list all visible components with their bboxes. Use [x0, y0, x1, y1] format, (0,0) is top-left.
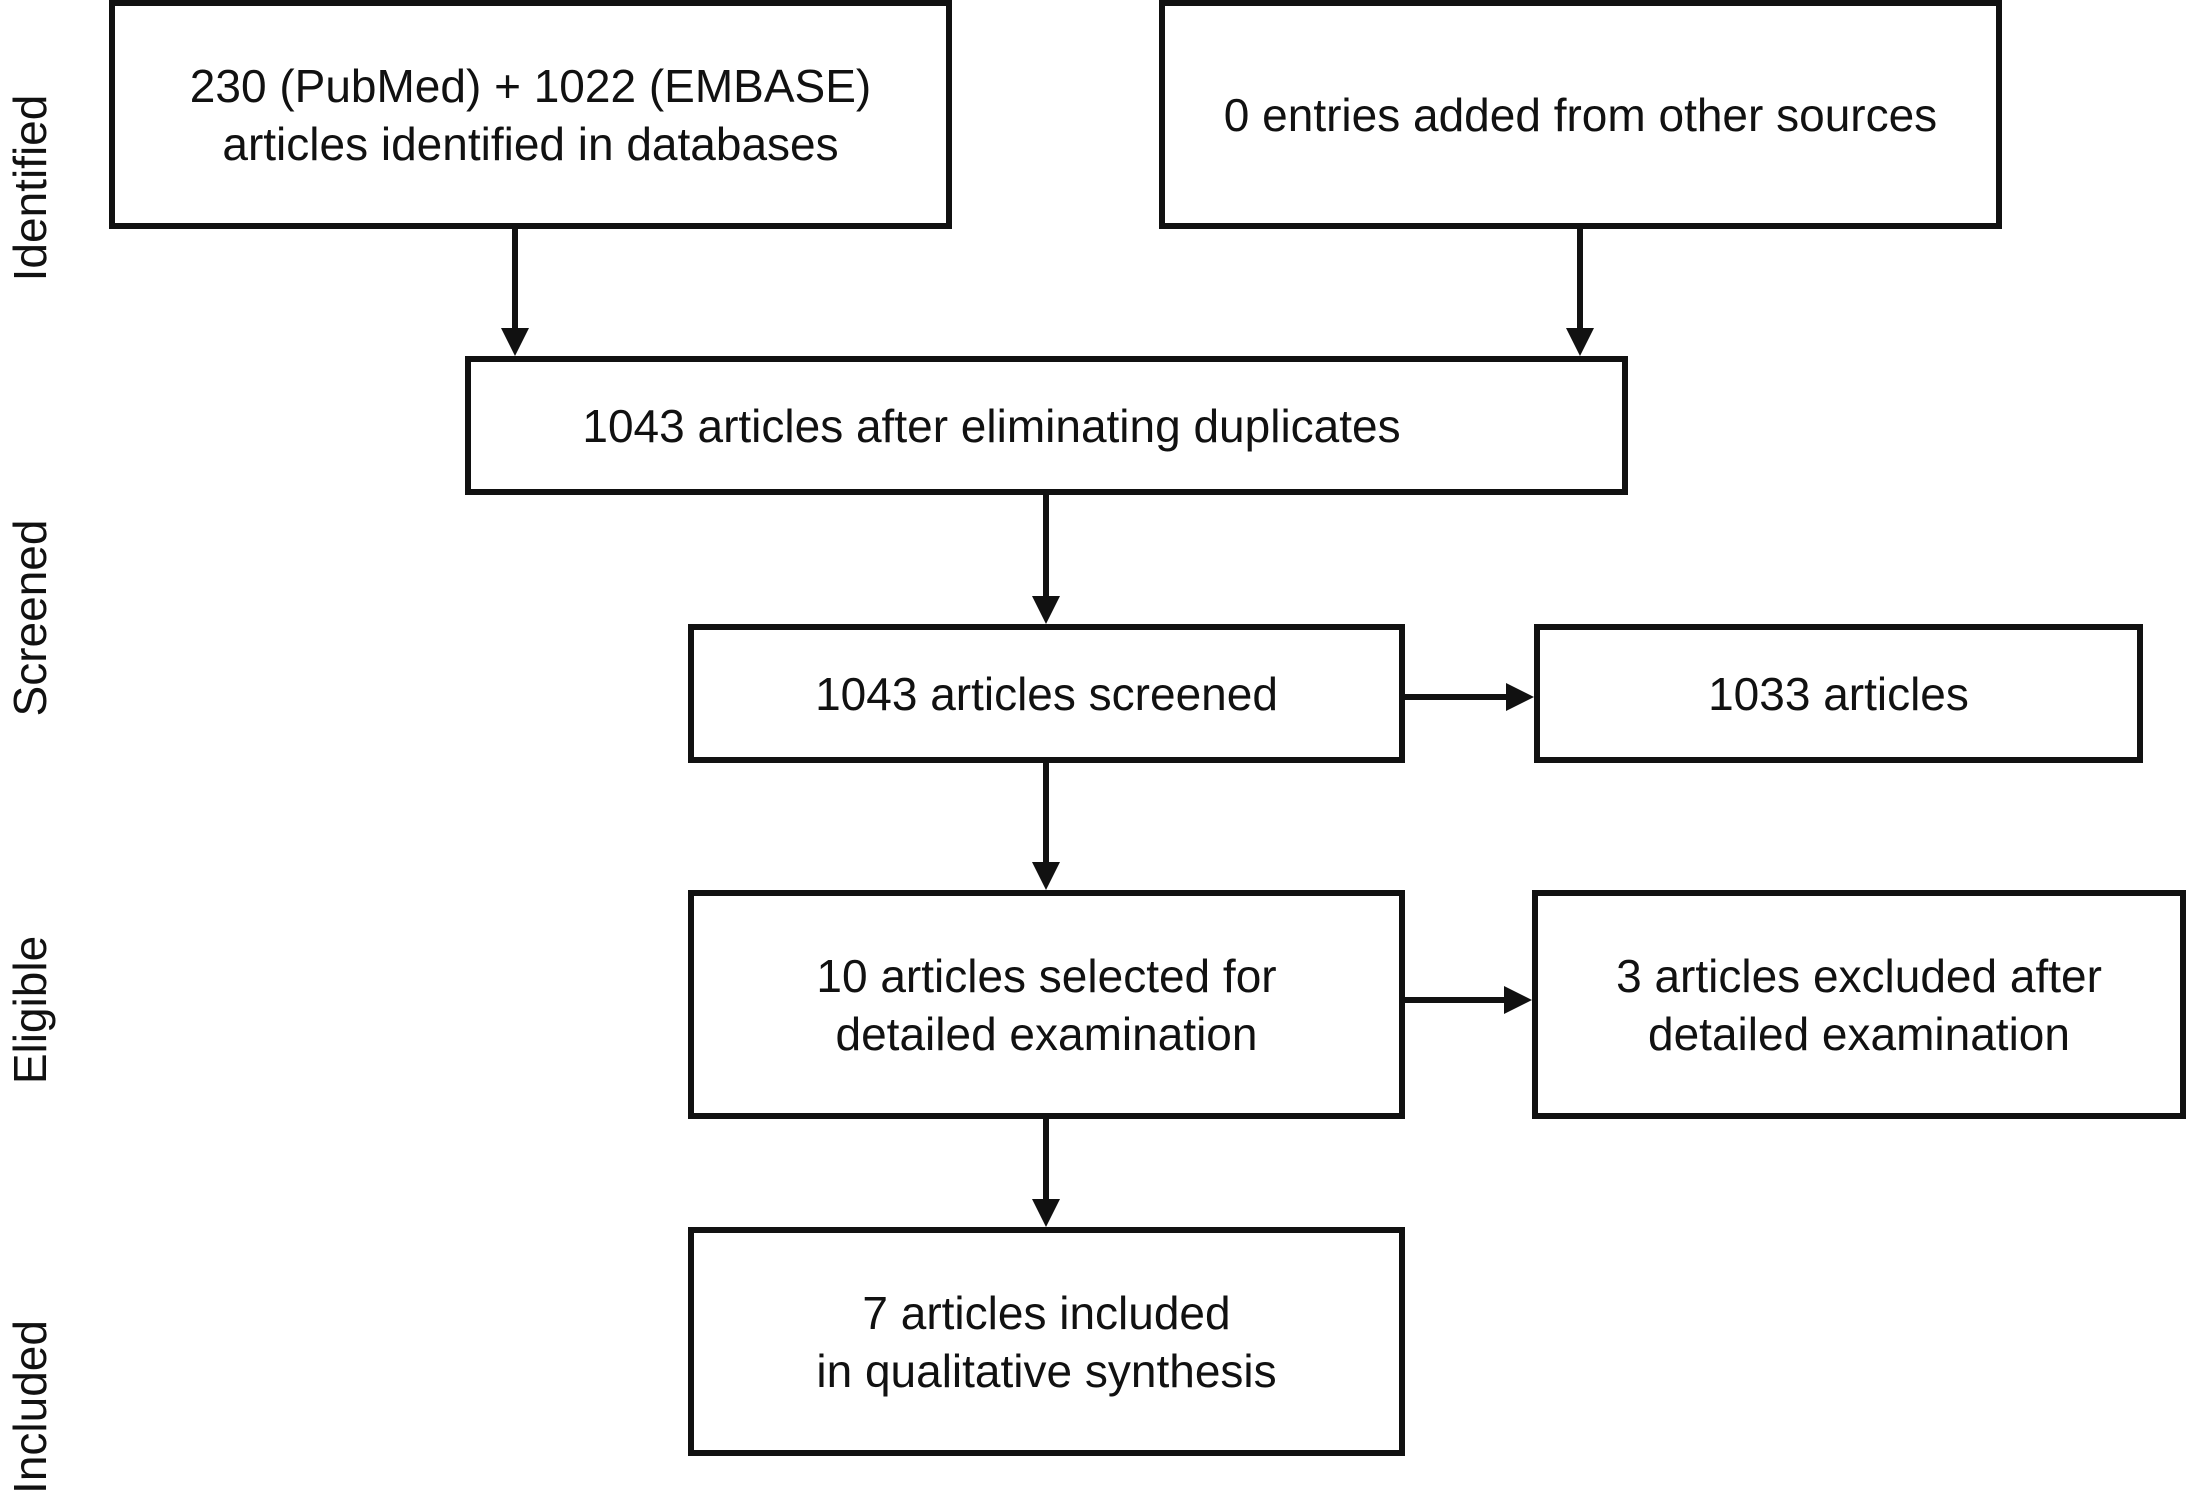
box-other-sources-text: 0 entries added from other sources: [1223, 88, 1938, 141]
arrowhead-selected-to-included: [1032, 1199, 1060, 1227]
box-databases: 230 (PubMed) + 1022 (EMBASE) articles id…: [109, 0, 952, 229]
box-other-sources: 0 entries added from other sources: [1159, 0, 2002, 229]
box-selected: 10 articles selected for detailed examin…: [688, 890, 1405, 1119]
arrowhead-databases-to-duplicates: [501, 328, 529, 356]
box-screened: 1043 articles screened: [688, 624, 1405, 763]
arrowhead-duplicates-to-screened: [1032, 596, 1060, 624]
box-after-duplicates: 1043 articles after eliminating duplicat…: [465, 356, 1628, 495]
box-excluded-screening: 1033 articles: [1534, 624, 2143, 763]
box-screened-text: 1043 articles screened: [815, 667, 1278, 720]
box-included-text: 7 articles included in qualitative synth…: [816, 1286, 1277, 1397]
box-excluded-screening-text: 1033 articles: [1708, 667, 1969, 720]
box-excluded-examination: 3 articles excluded after detailed exami…: [1532, 890, 2186, 1119]
box-included: 7 articles included in qualitative synth…: [688, 1227, 1405, 1456]
box-selected-text: 10 articles selected for detailed examin…: [816, 949, 1277, 1060]
box-excluded-examination-text: 3 articles excluded after detailed exami…: [1616, 949, 2102, 1060]
arrowhead-selected-to-excluded: [1504, 986, 1532, 1014]
box-databases-text: 230 (PubMed) + 1022 (EMBASE) articles id…: [189, 59, 872, 170]
arrowhead-other-to-duplicates: [1566, 328, 1594, 356]
arrowhead-screened-to-selected: [1032, 862, 1060, 890]
box-after-duplicates-text: 1043 articles after eliminating duplicat…: [582, 399, 1401, 452]
arrowhead-screened-to-excluded: [1506, 683, 1534, 711]
